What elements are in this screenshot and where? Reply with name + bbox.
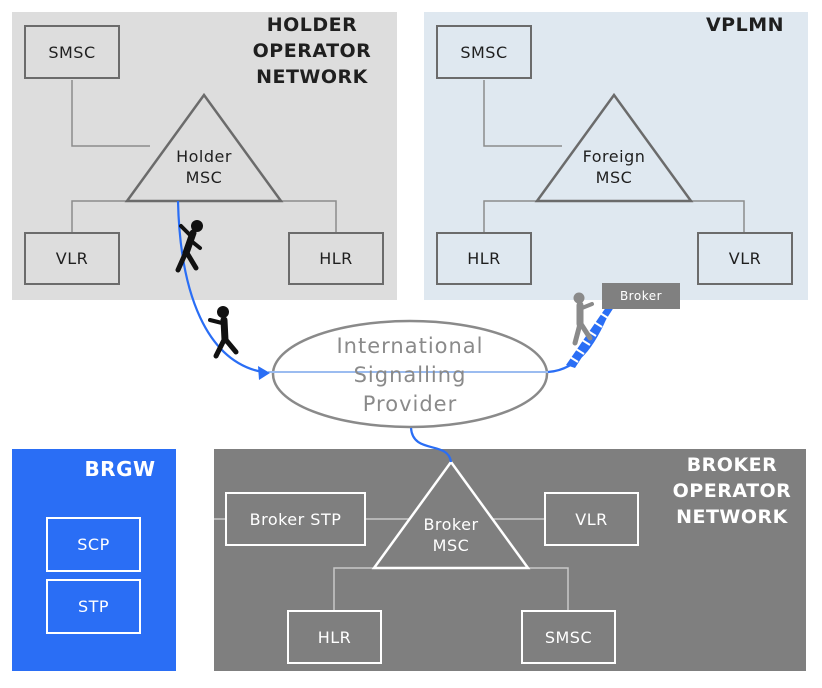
broker-stp-box[interactable]: Broker STP bbox=[225, 492, 366, 546]
broker-title-line-3: NETWORK bbox=[676, 506, 788, 528]
climber-figure-bottom bbox=[208, 306, 239, 359]
broker-tag: Broker bbox=[602, 283, 680, 309]
holder-msc-label: Holder MSC bbox=[154, 146, 254, 188]
vplmn-smsc-box[interactable]: SMSC bbox=[436, 25, 532, 79]
provider-to-vplmn-link bbox=[547, 301, 614, 374]
holder-msc-line-2: MSC bbox=[185, 168, 223, 187]
provider-line-2: Signalling bbox=[353, 363, 467, 387]
foreign-msc-line-1: Foreign bbox=[582, 147, 646, 166]
brgw-stp-box[interactable]: STP bbox=[46, 579, 141, 634]
link-arrowhead bbox=[258, 366, 270, 380]
holder-network-title: HOLDER OPERATOR NETWORK bbox=[232, 12, 392, 90]
holder-vlr-box[interactable]: VLR bbox=[24, 232, 120, 285]
ladder-icon bbox=[566, 300, 616, 368]
signalling-provider-label[interactable]: International Signalling Provider bbox=[275, 332, 545, 419]
holder-title-line-3: NETWORK bbox=[256, 66, 368, 88]
holder-title-line-2: OPERATOR bbox=[252, 40, 372, 62]
broker-vlr-box[interactable]: VLR bbox=[544, 492, 639, 546]
broker-msc-line-2: MSC bbox=[432, 536, 470, 555]
broker-title-line-1: BROKER bbox=[686, 454, 778, 476]
brgw-scp-box[interactable]: SCP bbox=[46, 517, 141, 572]
broker-network-title: BROKER OPERATOR NETWORK bbox=[652, 452, 812, 530]
broker-smsc-box[interactable]: SMSC bbox=[521, 610, 616, 664]
brgw-title: BRGW bbox=[84, 457, 156, 481]
broker-hlr-box[interactable]: HLR bbox=[287, 610, 382, 664]
vplmn-hlr-box[interactable]: HLR bbox=[436, 232, 532, 285]
provider-line-3: Provider bbox=[362, 392, 458, 416]
foreign-msc-line-2: MSC bbox=[595, 168, 633, 187]
holder-msc-line-1: Holder bbox=[176, 147, 232, 166]
brgw-region bbox=[12, 449, 176, 671]
foreign-msc-label: Foreign MSC bbox=[564, 146, 664, 188]
holder-title-line-1: HOLDER bbox=[266, 14, 358, 36]
holder-smsc-box[interactable]: SMSC bbox=[24, 25, 120, 79]
vplmn-title: VPLMN bbox=[705, 14, 785, 36]
broker-msc-label: Broker MSC bbox=[401, 514, 501, 556]
broker-climber-figure bbox=[572, 292, 594, 346]
broker-title-line-2: OPERATOR bbox=[672, 480, 792, 502]
provider-line-1: International bbox=[336, 334, 484, 358]
broker-msc-line-1: Broker bbox=[423, 515, 479, 534]
vplmn-vlr-box[interactable]: VLR bbox=[697, 232, 793, 285]
holder-hlr-box[interactable]: HLR bbox=[288, 232, 384, 285]
